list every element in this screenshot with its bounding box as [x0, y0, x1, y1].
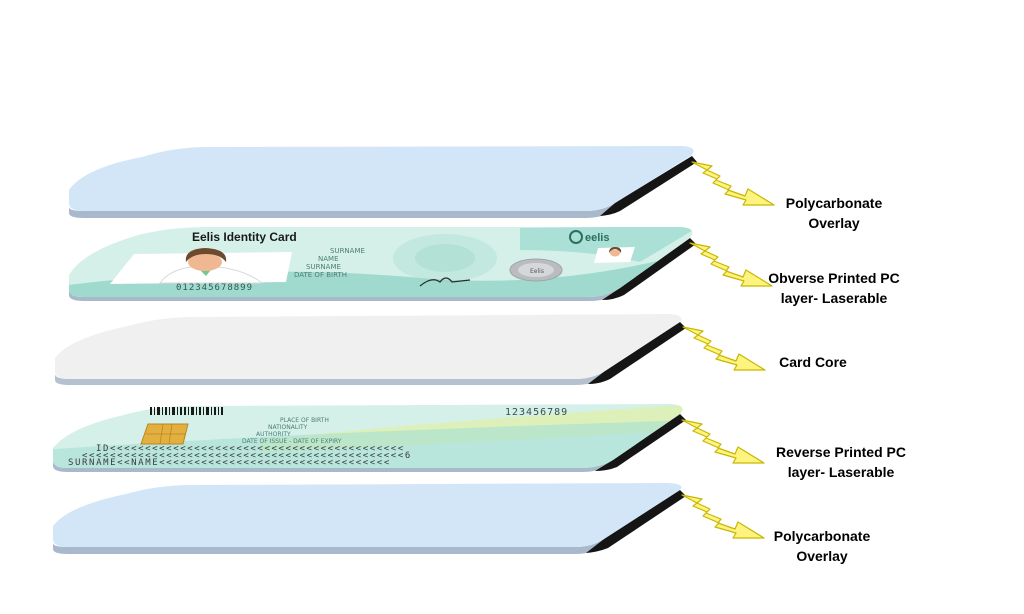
obverse-number: 012345678899 [176, 283, 253, 293]
reverse-field-nationality: NATIONALITY [268, 424, 308, 431]
top-overlay-edge [69, 156, 692, 218]
label-obverse-line-2: layer- Laserable [780, 290, 888, 306]
top-overlay-face [69, 146, 694, 211]
label-reverse: Reverse Printed PC layer- Laserable [756, 442, 926, 482]
bottom-overlay-layer [53, 483, 686, 554]
label-core: Card Core [728, 352, 898, 372]
label-bottom-overlay-line-1: Polycarbonate [773, 528, 871, 544]
label-top-overlay-line-1: Polycarbonate [785, 195, 883, 211]
reverse-field-pob: PLACE OF BIRTH [280, 417, 329, 424]
obverse-title: Eelis Identity Card [192, 230, 297, 244]
label-top-overlay: Polycarbonate Overlay [749, 193, 919, 233]
core-black-edge [588, 322, 686, 384]
brand-name: eelis [585, 232, 609, 244]
seal-icon: Eelis [509, 258, 563, 282]
top-overlay-black-edge [600, 156, 697, 216]
reverse-black-edge [595, 414, 686, 471]
obverse-field-surname: SURNAME [330, 247, 365, 255]
obverse-teal-band [520, 227, 693, 262]
reverse-number: 123456789 [505, 407, 568, 418]
bottom-overlay-black-edge [586, 490, 686, 553]
mrz-line-2: <<<<<<<<<<<<<<<<<<<<<<<<<<<<<<<<<<<<<<<<… [82, 451, 412, 461]
core-layer [55, 314, 686, 385]
arrow-obverse [689, 242, 773, 287]
label-obverse: Obverse Printed PC layer- Laserable [749, 268, 919, 308]
signature [419, 277, 471, 287]
obverse-sunburst-inner [415, 244, 475, 272]
top-overlay-layer [69, 146, 697, 218]
reverse-field-authority: AUTHORITY [256, 431, 291, 438]
label-core-line-1: Card Core [779, 354, 847, 370]
arrow-top-overlay [691, 161, 775, 206]
obverse-field-dob: DATE OF BIRTH [294, 271, 347, 279]
bottom-overlay-face [53, 483, 682, 547]
reverse-layer: 123456789 PLACE OF BIRTH NATIONALITY AUT… [53, 404, 686, 472]
mrz-line-1: ID<<<<<<<<<<<<<<<<<<<<<<<<<<<<<<<<<<<<<<… [96, 444, 405, 454]
bottom-overlay-edge [53, 490, 680, 554]
barcode [150, 407, 223, 415]
brand-logo-icon [569, 230, 583, 244]
obverse-field-name: NAME [318, 255, 339, 263]
small-portrait-photo [594, 247, 635, 263]
label-reverse-line-2: layer- Laserable [787, 464, 895, 480]
core-face [55, 314, 682, 379]
portrait-face [188, 253, 222, 271]
arrow-core [682, 326, 766, 371]
reverse-teal-band [53, 420, 683, 468]
obverse-black-edge [602, 238, 696, 300]
obverse-teal-wave [69, 250, 693, 297]
mrz-line-3: SURNAME<<NAME<<<<<<<<<<<<<<<<<<<<<<<<<<<… [68, 458, 391, 468]
label-bottom-overlay: Polycarbonate Overlay [737, 526, 907, 566]
label-obverse-line-1: Obverse Printed PC [768, 270, 900, 286]
reverse-field-dates: DATE OF ISSUE - DATE OF EXPIRY [242, 438, 342, 445]
obverse-field-surname-2: SURNAME [306, 263, 341, 271]
obverse-layer: Eelis Identity Card SURNAME NAME SURNAME… [69, 227, 696, 301]
portrait-hair [185, 248, 227, 262]
portrait-photo [110, 248, 292, 284]
chip-icon [140, 423, 189, 445]
arrow-reverse [681, 419, 765, 464]
arrow-bottom-overlay [681, 494, 765, 539]
label-reverse-line-1: Reverse Printed PC [776, 444, 906, 460]
label-bottom-overlay-line-2: Overlay [796, 548, 848, 564]
label-top-overlay-line-2: Overlay [808, 215, 860, 231]
seal-text: Eelis [530, 268, 544, 275]
